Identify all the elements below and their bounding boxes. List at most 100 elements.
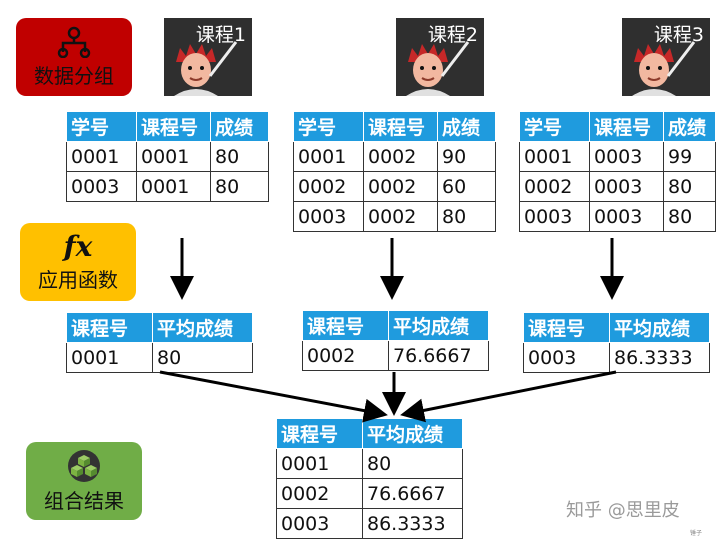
table-row: 0003 0001 80 [66,171,269,202]
table-cell: 0002 [363,141,438,172]
column-header: 平均成绩 [388,310,489,341]
table-cell: 0003 [589,171,664,202]
corner-mark: 锤子 [690,530,703,537]
student-avatar-icon [406,44,450,96]
column-header: 学号 [519,111,590,142]
table-cell: 76.6667 [388,340,489,371]
table-cell: 80 [210,141,269,172]
group-table-3: 学号 课程号 成绩 0001 0003 99 0002 0003 80 0003… [519,111,716,232]
course-card-1: 课程1 [164,18,252,96]
table-header-row: 学号 课程号 成绩 [66,111,269,142]
table-row: 0002 0003 80 [519,171,716,202]
column-header: 课程号 [136,111,211,142]
column-header: 课程号 [66,312,153,343]
table-cell: 0002 [363,171,438,202]
column-header: 学号 [293,111,364,142]
table-row: 0001 80 [66,342,253,373]
table-cell: 0002 [276,478,363,509]
table-row: 0003 0002 80 [293,201,496,232]
table-row: 0003 86.3333 [523,342,710,373]
table-row: 0002 76.6667 [302,340,489,371]
table-header-row: 课程号 平均成绩 [523,312,710,343]
table-cell: 76.6667 [362,478,463,509]
pointer-stick-icon [208,41,238,77]
table-header-row: 学号 课程号 成绩 [519,111,716,142]
apply-table-2: 课程号 平均成绩 0002 76.6667 [302,310,489,371]
column-header: 学号 [66,111,137,142]
table-cell: 80 [663,201,716,232]
column-header: 平均成绩 [362,418,463,449]
table-cell: 80 [663,171,716,202]
cubes-icon [68,449,100,482]
function-icon: fx [63,229,93,263]
table-cell: 0001 [136,141,211,172]
table-row: 0003 86.3333 [276,508,463,539]
table-cell: 0002 [363,201,438,232]
apply-table-1: 课程号 平均成绩 0001 80 [66,312,253,373]
table-cell: 0003 [589,141,664,172]
table-cell: 0003 [293,201,364,232]
student-avatar-icon [632,44,676,96]
table-cell: 0003 [589,201,664,232]
table-cell: 0003 [519,201,590,232]
course-card-3: 课程3 [622,18,710,96]
column-header: 成绩 [210,111,269,142]
table-row: 0001 0001 80 [66,141,269,172]
group-badge-label: 数据分组 [34,63,114,88]
column-header: 课程号 [523,312,610,343]
table-cell: 80 [152,342,253,373]
pointer-stick-icon [440,41,470,77]
table-cell: 0001 [66,342,153,373]
table-cell: 80 [362,448,463,479]
table-row: 0001 0003 99 [519,141,716,172]
apply-table-3: 课程号 平均成绩 0003 86.3333 [523,312,710,373]
table-header-row: 学号 课程号 成绩 [293,111,496,142]
table-header-row: 课程号 平均成绩 [276,418,463,449]
watermark: 知乎 @思里皮 [566,500,680,521]
table-cell: 0001 [293,141,364,172]
arrow-combine-3 [400,370,617,423]
arrow-combine-1 [159,370,388,423]
apply-badge-label: 应用函数 [38,267,118,292]
column-header: 成绩 [663,111,716,142]
table-row: 0003 0003 80 [519,201,716,232]
column-header: 课程号 [589,111,664,142]
result-table: 课程号 平均成绩 0001 80 0002 76.6667 0003 86.33… [276,418,463,539]
apply-badge: fx 应用函数 [20,223,136,301]
table-cell: 60 [437,171,496,202]
course-card-label: 课程1 [195,24,246,46]
course-card-label: 课程3 [653,24,704,46]
table-cell: 0003 [523,342,610,373]
column-header: 课程号 [363,111,438,142]
group-badge: 数据分组 [16,18,132,96]
table-cell: 0002 [519,171,590,202]
table-cell: 86.3333 [609,342,710,373]
table-cell: 0001 [136,171,211,202]
table-cell: 0003 [276,508,363,539]
table-cell: 99 [663,141,716,172]
table-cell: 80 [437,201,496,232]
table-cell: 86.3333 [362,508,463,539]
table-row: 0001 80 [276,448,463,479]
table-cell: 0001 [276,448,363,479]
combine-badge-label: 组合结果 [44,488,124,513]
course-card-label: 课程2 [427,24,478,46]
table-cell: 0001 [519,141,590,172]
pointer-stick-icon [666,41,696,77]
table-cell: 0003 [66,171,137,202]
combine-badge: 组合结果 [26,442,142,520]
table-cell: 80 [210,171,269,202]
table-row: 0002 0002 60 [293,171,496,202]
group-table-1: 学号 课程号 成绩 0001 0001 80 0003 0001 80 [66,111,269,202]
column-header: 平均成绩 [152,312,253,343]
column-header: 课程号 [276,418,363,449]
column-header: 课程号 [302,310,389,341]
table-cell: 0001 [66,141,137,172]
table-cell: 0002 [302,340,389,371]
table-cell: 90 [437,141,496,172]
table-header-row: 课程号 平均成绩 [66,312,253,343]
network-icon [57,26,91,58]
table-cell: 0002 [293,171,364,202]
column-header: 成绩 [437,111,496,142]
table-row: 0002 76.6667 [276,478,463,509]
